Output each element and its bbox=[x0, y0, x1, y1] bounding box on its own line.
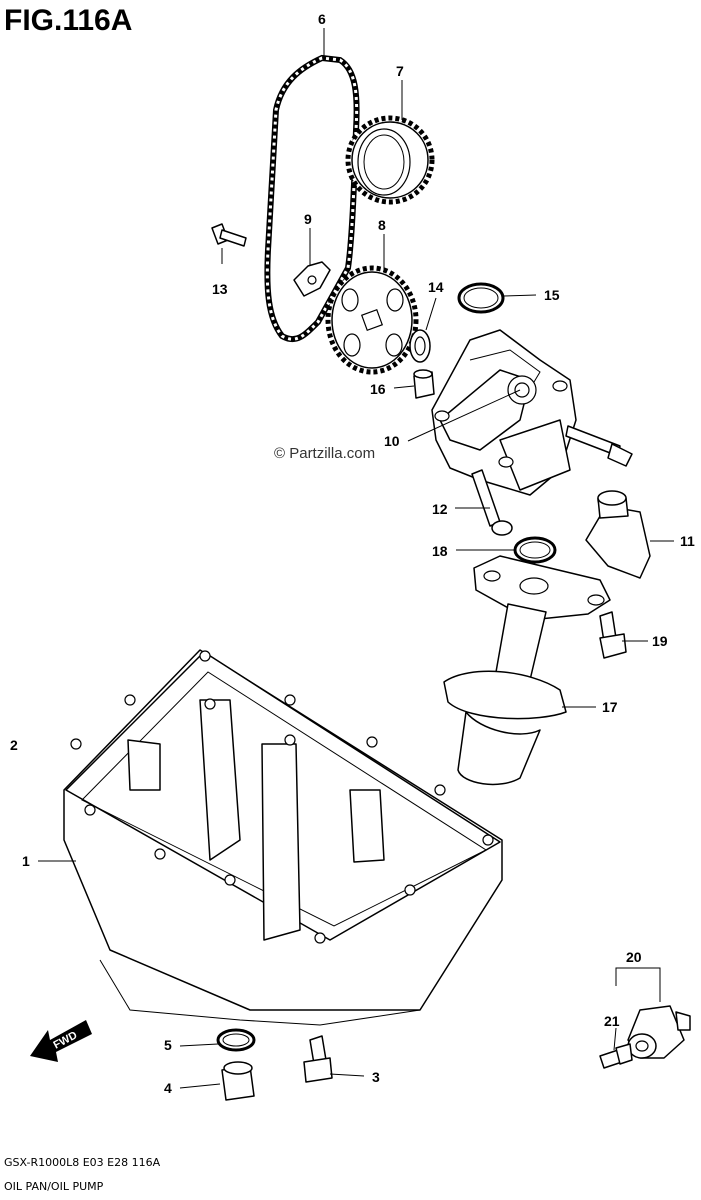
drive-sprocket[interactable] bbox=[325, 265, 419, 375]
bolt-13[interactable] bbox=[211, 223, 247, 247]
callout-17: 17 bbox=[602, 699, 618, 715]
callout-20: 20 bbox=[626, 949, 642, 965]
callout-3: 3 bbox=[372, 1069, 380, 1085]
section-name: OIL PAN/OIL PUMP bbox=[4, 1180, 104, 1193]
callout-5: 5 bbox=[164, 1037, 172, 1053]
callout-10: 10 bbox=[384, 433, 400, 449]
leader-lines bbox=[38, 28, 674, 1089]
bolt-12[interactable] bbox=[471, 469, 513, 536]
oil-pan-1[interactable] bbox=[63, 649, 503, 1026]
model-code: GSX-R1000L8 E03 E28 116A bbox=[4, 1156, 161, 1169]
washer-14[interactable] bbox=[409, 329, 431, 363]
callout-9: 9 bbox=[304, 211, 312, 227]
oil-temp-sensor-20[interactable] bbox=[627, 1005, 691, 1059]
cam-chain[interactable] bbox=[264, 54, 360, 343]
callout-11: 11 bbox=[680, 533, 695, 549]
bolt-19[interactable] bbox=[599, 611, 627, 659]
oil-pressure-switch-11[interactable] bbox=[585, 490, 651, 579]
callout-8: 8 bbox=[378, 217, 386, 233]
callout-18: 18 bbox=[432, 543, 448, 559]
callout-19: 19 bbox=[652, 633, 668, 649]
callout-14: 14 bbox=[428, 279, 444, 295]
callout-4: 4 bbox=[164, 1080, 172, 1096]
oil-strainer-17[interactable] bbox=[443, 555, 611, 786]
bolt-21[interactable] bbox=[599, 1043, 633, 1069]
callout-15: 15 bbox=[544, 287, 560, 303]
dowel-pin-16[interactable] bbox=[413, 369, 435, 399]
fwd-label: FWD bbox=[52, 1029, 80, 1051]
callout-7: 7 bbox=[396, 63, 404, 79]
gasket-5[interactable] bbox=[216, 1028, 256, 1052]
callout-6: 6 bbox=[318, 11, 326, 27]
forward-direction-arrow: FWD bbox=[30, 1020, 92, 1062]
callout-21: 21 bbox=[604, 1013, 620, 1029]
pump-drive-pin[interactable] bbox=[293, 261, 331, 297]
watermark: © Partzilla.com bbox=[274, 445, 375, 462]
callout-16: 16 bbox=[370, 381, 386, 397]
o-ring-18[interactable] bbox=[513, 536, 557, 564]
callout-13: 13 bbox=[212, 281, 228, 297]
drain-plug-4[interactable] bbox=[221, 1061, 255, 1101]
svg-text:© Partzilla.com: © Partzilla.com bbox=[274, 445, 375, 462]
oil-pump-assembly[interactable] bbox=[431, 329, 633, 496]
callout-labels: 6 7 8 9 13 14 15 16 10 12 11 18 19 17 2 … bbox=[10, 11, 695, 1096]
driven-sprocket[interactable] bbox=[345, 115, 435, 205]
callout-1: 1 bbox=[22, 853, 30, 869]
bolt-3[interactable] bbox=[303, 1035, 333, 1083]
figure-title: FIG.116A bbox=[4, 4, 132, 37]
callout-12: 12 bbox=[432, 501, 448, 517]
callout-2: 2 bbox=[10, 737, 18, 753]
o-ring-15[interactable] bbox=[457, 282, 505, 314]
